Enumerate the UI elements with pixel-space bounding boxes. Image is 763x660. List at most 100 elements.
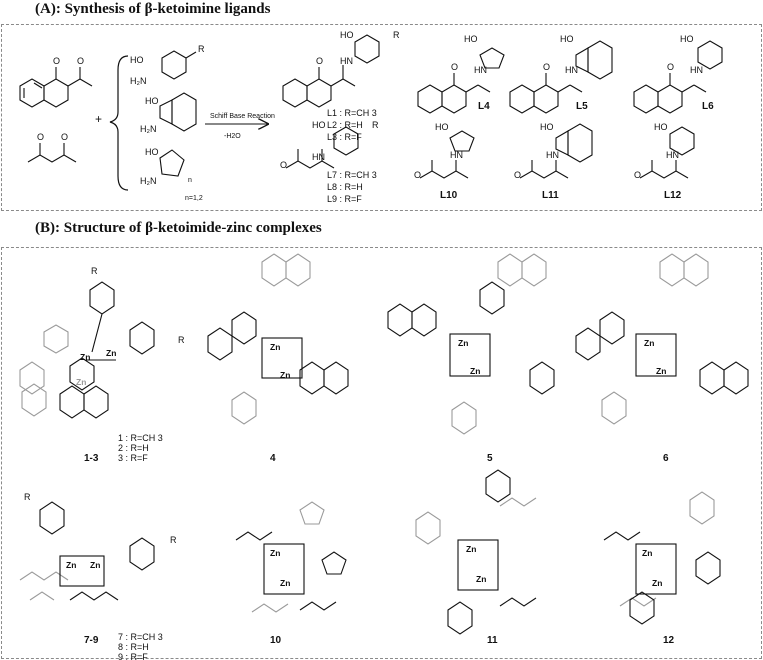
section-a-panel	[1, 24, 762, 211]
ligand-label-l1: L1 : R=CH 3	[327, 108, 377, 118]
svg-text:n: n	[188, 177, 192, 184]
svg-text:HO: HO	[435, 122, 449, 132]
zn-atom: Zn	[106, 348, 116, 358]
svg-text:HN: HN	[340, 56, 353, 66]
svg-text:HN: HN	[690, 65, 703, 75]
zn-atom: Zn	[80, 352, 90, 362]
svg-text:R: R	[178, 335, 185, 345]
complex-label-1-3: 1-3	[84, 453, 99, 464]
legend-7-9-item-3: 9 : R=F	[118, 652, 148, 660]
ligand-label-l7: L7 : R=CH 3	[327, 170, 377, 180]
svg-text:O: O	[280, 160, 287, 170]
ligand-l1-l3	[282, 34, 380, 108]
svg-text:R: R	[170, 535, 177, 545]
complex-label-10: 10	[270, 635, 282, 646]
svg-text:HN: HN	[565, 65, 578, 75]
ligand-l11	[519, 123, 593, 179]
svg-text:HO: HO	[540, 122, 554, 132]
zn-atom: Zn	[90, 560, 100, 570]
complex-4	[207, 253, 349, 425]
svg-text:HO: HO	[340, 30, 354, 40]
ligand-l4	[417, 47, 505, 114]
svg-text:O: O	[543, 62, 550, 72]
complex-label-12: 12	[663, 635, 675, 646]
svg-text:HN: HN	[546, 150, 559, 160]
ring-size-note: n=1,2	[185, 195, 203, 202]
svg-text:O: O	[451, 62, 458, 72]
zn-atom-back: Zn	[76, 377, 86, 387]
svg-text:O: O	[37, 132, 44, 142]
ligand-l10	[419, 130, 475, 179]
ligand-label-l11: L11	[542, 190, 559, 201]
ligand-l7-l9	[285, 126, 359, 169]
zn-atom: Zn	[280, 578, 290, 588]
section-b-title: (B): Structure of β-ketoimide-zinc compl…	[35, 220, 322, 236]
ligand-l5	[509, 40, 613, 114]
ligand-label-l8: L8 : R=H	[327, 182, 363, 192]
svg-text:O: O	[514, 170, 521, 180]
svg-text:H₂N: H₂N	[140, 124, 157, 134]
ligand-l6	[633, 40, 723, 114]
svg-text:R: R	[393, 30, 400, 40]
svg-text:HO: HO	[464, 34, 478, 44]
complex-label-4: 4	[270, 453, 276, 464]
zn-atom: Zn	[642, 548, 652, 558]
ligand-label-l10: L10	[440, 190, 458, 201]
ligand-label-l6: L6	[702, 101, 714, 112]
ligand-label-l4: L4	[478, 101, 490, 112]
legend-1-3-item-2: 2 : R=H	[118, 443, 149, 453]
starting-ketone-tetralone	[19, 67, 93, 108]
svg-text:R: R	[91, 266, 98, 276]
legend-1-3-item-1: 1 : R=CH 3	[118, 433, 163, 443]
substituent-r: R	[198, 44, 205, 54]
svg-text:R: R	[24, 492, 31, 502]
svg-text:H₂N: H₂N	[130, 76, 147, 86]
amine-aminoindanol	[159, 92, 197, 132]
complex-5	[387, 253, 555, 435]
zn-atom: Zn	[458, 338, 468, 348]
complex-1-3	[19, 281, 155, 419]
zn-atom: Zn	[280, 370, 290, 380]
svg-text:HO: HO	[312, 120, 326, 130]
complex-10	[235, 501, 347, 613]
svg-text:HN: HN	[450, 150, 463, 160]
ligand-label-l5: L5	[576, 101, 588, 112]
legend-7-9-item-2: 8 : R=H	[118, 642, 149, 652]
zn-atom: Zn	[66, 560, 76, 570]
svg-text:O: O	[53, 56, 60, 66]
svg-text:HN: HN	[474, 65, 487, 75]
svg-text:O: O	[316, 56, 323, 66]
svg-text:HO: HO	[560, 34, 574, 44]
zn-atom: Zn	[652, 578, 662, 588]
zn-atom: Zn	[270, 342, 280, 352]
svg-text:R: R	[372, 120, 379, 130]
zn-atom: Zn	[656, 366, 666, 376]
svg-text:O: O	[77, 56, 84, 66]
svg-text:HN: HN	[666, 150, 679, 160]
legend-7-9-item-1: 7 : R=CH 3	[118, 632, 163, 642]
ligand-l12	[639, 126, 695, 179]
complex-label-6: 6	[663, 453, 669, 464]
starting-acetylacetone	[27, 143, 77, 163]
complex-11	[415, 469, 537, 635]
ligand-label-l3: L3 : R=F	[327, 132, 362, 142]
ligand-label-l2: L2 : R=H	[327, 120, 363, 130]
complex-6	[575, 253, 749, 425]
complex-label-7-9: 7-9	[84, 635, 99, 646]
svg-text:HN: HN	[312, 152, 325, 162]
svg-text:H₂N: H₂N	[140, 176, 157, 186]
amine-aminocycloalkanol	[159, 149, 185, 177]
svg-text:HO: HO	[145, 96, 159, 106]
svg-text:HO: HO	[145, 147, 159, 157]
amine-aminophenol	[161, 50, 197, 80]
complex-label-11: 11	[487, 635, 498, 646]
complex-12	[603, 491, 721, 625]
svg-text:HO: HO	[654, 122, 668, 132]
ligand-label-l9: L9 : R=F	[327, 194, 362, 204]
byproduct-label: -H2O	[224, 133, 241, 140]
legend-1-3-item-3: 3 : R=F	[118, 453, 148, 463]
svg-text:O: O	[414, 170, 421, 180]
svg-text:HO: HO	[130, 55, 144, 65]
svg-text:O: O	[61, 132, 68, 142]
